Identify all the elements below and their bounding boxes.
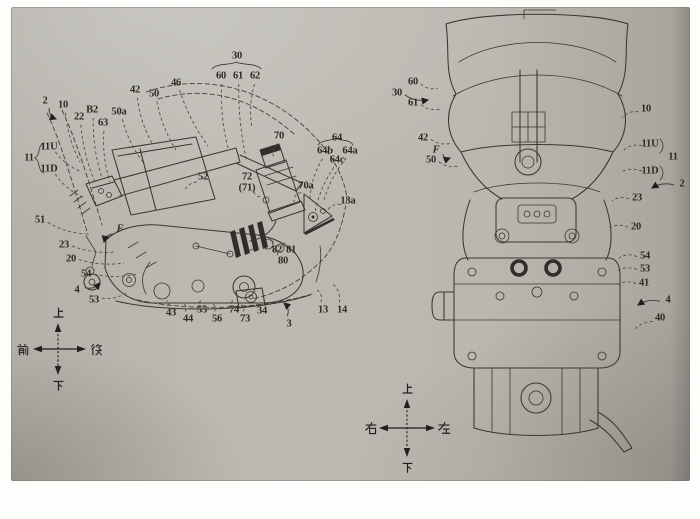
leader-lines: [47, 83, 675, 332]
kanji-up: [53, 307, 64, 318]
leader-30: [404, 94, 430, 105]
kanji-down: [402, 462, 413, 474]
kanji-right: [364, 421, 377, 435]
leader-80: [271, 249, 278, 256]
leader-64c: [314, 167, 335, 213]
leader-60: [420, 83, 439, 90]
leader-62: [250, 83, 255, 129]
leader-34: [253, 301, 258, 306]
leader-61: [420, 104, 442, 111]
kanji-front: [16, 343, 29, 356]
leader-11u: [623, 144, 643, 151]
leader-50a: [122, 119, 144, 163]
leader-23: [611, 196, 630, 202]
leader-42: [137, 97, 153, 144]
leader-55: [197, 300, 202, 304]
leader-54: [93, 273, 139, 277]
leader-71: [253, 191, 263, 198]
leader-4: [637, 298, 661, 306]
leader-64a: [323, 157, 347, 201]
leader-11u: [55, 151, 83, 173]
compass-front-rear: [16, 307, 103, 392]
leader-56: [211, 303, 217, 312]
leader-2: [651, 181, 675, 189]
leader-60: [221, 83, 229, 149]
kanji-left: [437, 421, 451, 434]
leader-44: [181, 302, 187, 312]
side-view-drawing: [34, 61, 354, 310]
leader-74: [229, 299, 234, 303]
leader-63: [103, 130, 111, 183]
leader-13a: [326, 203, 341, 212]
leader-11d: [620, 168, 643, 173]
leader-20: [78, 259, 125, 265]
leader-50: [438, 161, 459, 168]
leader-70a: [293, 191, 302, 203]
leader-10: [621, 111, 639, 119]
leader-4: [84, 282, 101, 291]
kanji-rear: [90, 343, 103, 356]
leader-54: [618, 254, 638, 259]
leader-42: [430, 139, 453, 145]
leader-b2: [92, 117, 103, 179]
leader-41: [615, 281, 637, 286]
leader-53: [101, 291, 129, 299]
leader-11d: [54, 173, 85, 199]
leader-13: [316, 289, 322, 303]
leader-43: [165, 300, 170, 306]
leader-20: [609, 224, 629, 229]
kanji-down: [53, 380, 64, 392]
leader-22: [80, 124, 96, 183]
leader-3: [283, 302, 292, 317]
leader-82: [269, 240, 274, 244]
leader-14: [332, 283, 341, 303]
compass-left-right: [364, 383, 451, 474]
patent-drawing-photo: [11, 7, 690, 481]
kanji-up: [402, 383, 413, 394]
leader-52: [183, 181, 197, 193]
top-view-drawing: [431, 9, 664, 453]
leader-2: [48, 107, 58, 121]
leader-61: [238, 83, 248, 163]
leader-23: [71, 245, 117, 253]
leader-f: [442, 153, 452, 164]
leader-73: [240, 304, 245, 312]
leader-51: [47, 221, 87, 235]
leader-81: [281, 242, 286, 246]
leader-f: [101, 233, 114, 244]
leader-40: [632, 321, 653, 332]
leader-70: [272, 143, 278, 159]
leader-46: [179, 90, 209, 147]
leader-53: [616, 267, 638, 272]
leader-10: [64, 112, 81, 163]
